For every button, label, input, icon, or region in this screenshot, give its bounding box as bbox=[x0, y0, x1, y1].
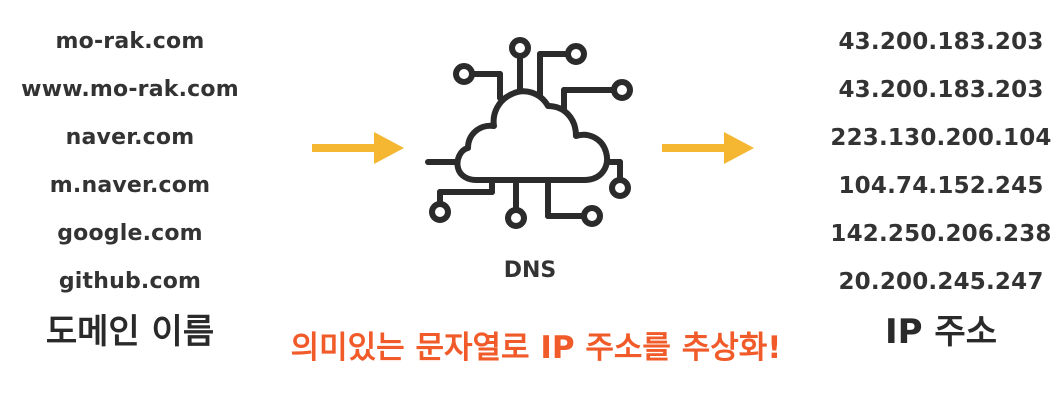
ip-heading: IP 주소 bbox=[885, 312, 997, 352]
cloud-network-icon bbox=[425, 37, 633, 229]
domain-item: github.com bbox=[58, 269, 202, 294]
dns-label: DNS bbox=[503, 258, 557, 283]
domain-item: www.mo-rak.com bbox=[21, 77, 239, 102]
domain-list: mo-rak.com www.mo-rak.com naver.com m.na… bbox=[0, 18, 260, 306]
domain-heading: 도메인 이름 bbox=[45, 312, 215, 352]
arrow-right-icon bbox=[312, 132, 404, 164]
ip-item: 142.250.206.238 bbox=[830, 221, 1052, 247]
ip-item: 104.74.152.245 bbox=[838, 173, 1044, 199]
arrow-right-icon bbox=[662, 132, 754, 164]
ip-item: 20.200.245.247 bbox=[838, 269, 1044, 295]
ip-item: 223.130.200.104 bbox=[830, 125, 1052, 151]
domain-item: m.naver.com bbox=[49, 173, 211, 198]
ip-item: 43.200.183.203 bbox=[838, 77, 1044, 103]
ip-item: 43.200.183.203 bbox=[838, 29, 1044, 55]
domain-item: naver.com bbox=[65, 125, 195, 150]
domain-item: mo-rak.com bbox=[55, 29, 205, 54]
ip-list: 43.200.183.203 43.200.183.203 223.130.20… bbox=[820, 18, 1062, 306]
tagline: 의미있는 문자열로 IP 주소를 추상화! bbox=[290, 330, 782, 366]
domain-item: google.com bbox=[57, 221, 203, 246]
